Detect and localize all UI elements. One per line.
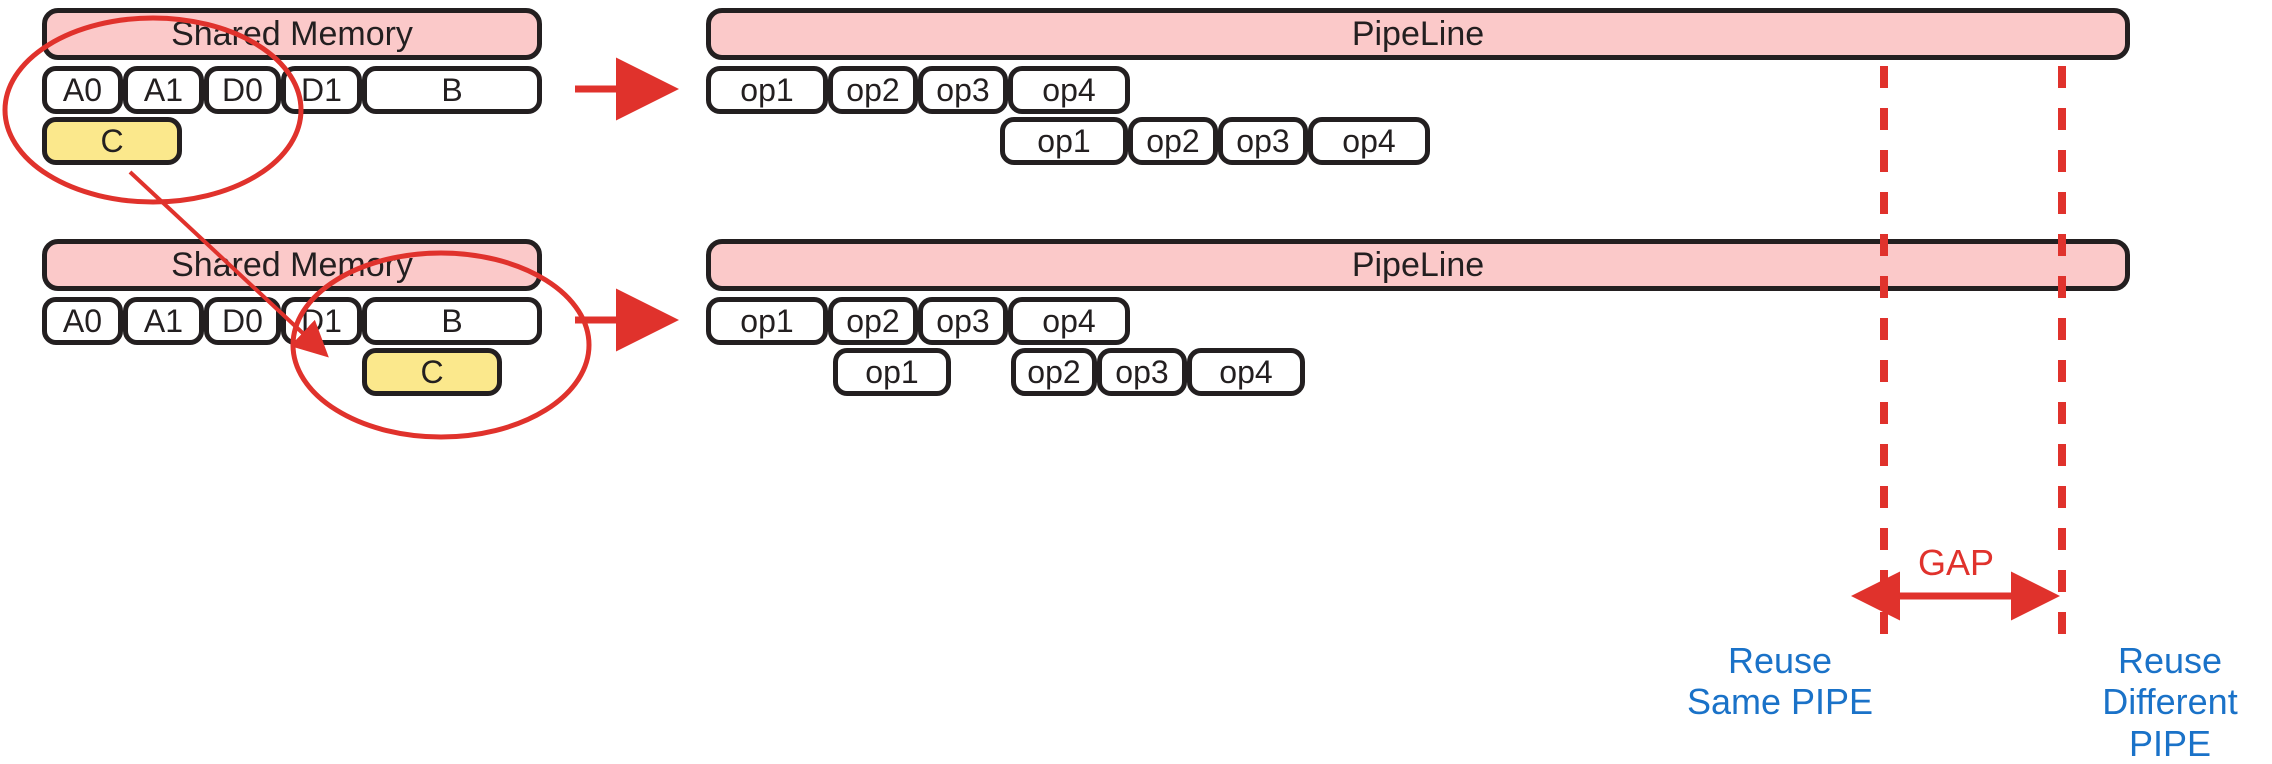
top-left-slot-a1: A1 [123,66,204,114]
top-left-slot-c: C [42,117,182,165]
bottom-right-row2-op3: op3 [1097,348,1187,396]
top-right-row2-op1: op1 [1000,117,1128,165]
bottom-left-slot-a1: A1 [123,297,204,345]
top-right-row2-op4: op4 [1308,117,1430,165]
reuse-same-pipe-label: Reuse Same PIPE [1680,640,1880,723]
gap-label: GAP [1918,542,1995,583]
bottom-left-slot-d0: D0 [204,297,281,345]
bottom-right-row2-op2: op2 [1011,348,1097,396]
reuse-different-pipe-line2: Different PIPE [2102,681,2238,764]
top-right-row1-op2: op2 [828,66,918,114]
reuse-same-pipe-line2: Same PIPE [1686,681,1874,723]
top-right-row2-op3: op3 [1218,117,1308,165]
top-left-slot-a0: A0 [42,66,123,114]
reuse-same-pipe-line1: Reuse [1727,640,1833,681]
bottom-left-slot-c: C [362,348,502,396]
top-right-row1-op1: op1 [706,66,828,114]
bottom-right-row1-op1: op1 [706,297,828,345]
bottom-right-row1-op3: op3 [918,297,1008,345]
top-left-slot-b: B [362,66,542,114]
bottom-left-slot-b: B [362,297,542,345]
top-right-row1-op3: op3 [918,66,1008,114]
bottom-right-row2-op1: op1 [833,348,951,396]
top-right-pipeline-header: PipeLine [706,8,2130,60]
reuse-different-pipe-label: Reuse Different PIPE [2070,640,2270,764]
top-right-row2-op2: op2 [1128,117,1218,165]
bottom-left-slot-d1: D1 [281,297,362,345]
top-left-slot-d0: D0 [204,66,281,114]
reuse-different-pipe-line1: Reuse [2117,640,2223,681]
bottom-right-row2-op4: op4 [1187,348,1305,396]
bottom-left-shared-memory-header: Shared Memory [42,239,542,291]
bottom-right-row1-op4: op4 [1008,297,1130,345]
top-left-shared-memory-header: Shared Memory [42,8,542,60]
top-right-row1-op4: op4 [1008,66,1130,114]
bottom-right-pipeline-header: PipeLine [706,239,2130,291]
top-left-slot-d1: D1 [281,66,362,114]
bottom-left-slot-a0: A0 [42,297,123,345]
bottom-right-row1-op2: op2 [828,297,918,345]
diagram-canvas: Shared Memory A0 A1 D0 D1 B C Shared Mem… [2,8,2238,764]
